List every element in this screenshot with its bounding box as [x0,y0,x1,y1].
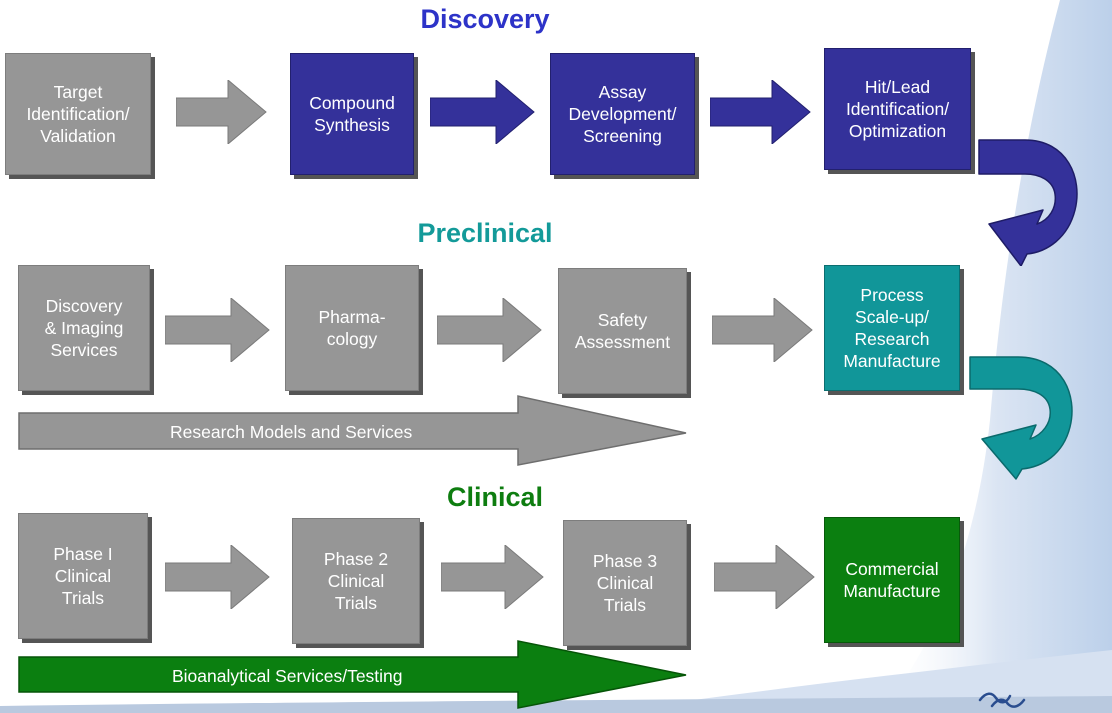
box-phase-3-clinical-trials: Phase 3 Clinical Trials [563,520,687,646]
arrow-right-icon [176,80,267,144]
wave-logo-icon [978,692,1026,708]
box-safety-assessment: Safety Assessment [558,268,687,394]
box-discovery-imaging-services: Discovery & Imaging Services [18,265,150,391]
box-target-identification: Target Identification/ Validation [5,53,151,175]
research-models-band-label: Research Models and Services [170,422,413,442]
box-compound-synthesis: Compound Synthesis [290,53,414,175]
u-turn-arrow-icon [978,139,1078,266]
u-turn-arrow-icon [969,356,1073,480]
box-commercial-manufacture: Commercial Manufacture [824,517,960,643]
preclinical-title: Preclinical [417,218,553,248]
arrow-right-icon [441,545,544,609]
research-models-band-arrow [18,395,687,466]
arrow-right-icon [710,80,811,144]
arrow-right-icon [430,80,535,144]
clinical-title: Clinical [446,482,544,512]
box-assay-development: Assay Development/ Screening [550,53,695,175]
arrow-right-icon [165,298,270,362]
box-pharmacology: Pharma- cology [285,265,419,391]
arrow-right-icon [437,298,542,362]
box-phase-2-clinical-trials: Phase 2 Clinical Trials [292,518,420,644]
box-phase-1-clinical-trials: Phase I Clinical Trials [18,513,148,639]
bioanalytical-band-label: Bioanalytical Services/Testing [172,666,403,686]
arrow-right-icon [712,298,813,362]
box-hit-lead-identification: Hit/Lead Identification/ Optimization [824,48,971,170]
arrow-right-icon [714,545,815,609]
discovery-title: Discovery [420,4,550,34]
arrow-right-icon [165,545,270,609]
box-process-scale-up: Process Scale-up/ Research Manufacture [824,265,960,391]
bioanalytical-band-arrow [18,640,687,709]
